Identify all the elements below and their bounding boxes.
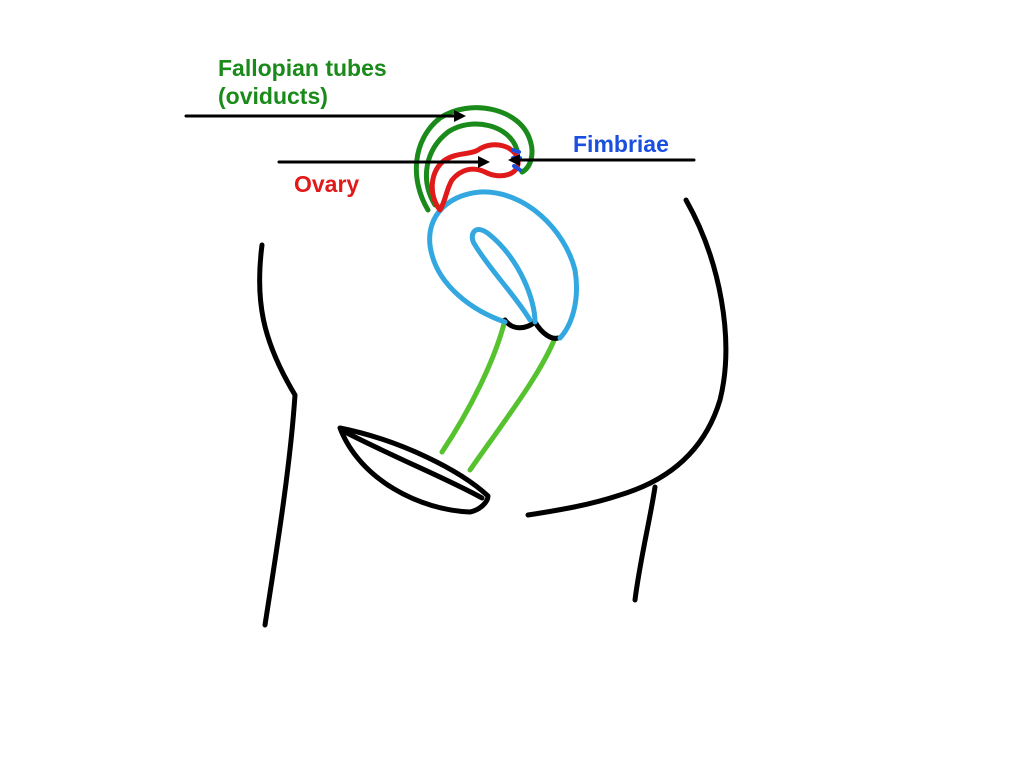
vagina (439, 317, 558, 473)
uterus (427, 189, 580, 341)
fallopian-tube (413, 105, 535, 213)
ovary (429, 142, 521, 213)
label-fallopian-tubes: Fallopian tubes (218, 55, 387, 81)
bladder-inner-line (342, 429, 485, 501)
label-fimbriae: Fimbriae (573, 131, 669, 157)
label-ovary: Ovary (294, 171, 359, 197)
pointer-arrows (184, 114, 696, 164)
bladder-outline (337, 425, 491, 515)
body-outline (257, 197, 729, 628)
fimbriae-arrowhead (508, 154, 520, 166)
ovary-arrowhead (478, 156, 490, 168)
left-thigh-outline (257, 242, 298, 628)
label-oviducts: (oviducts) (218, 83, 328, 109)
right-thigh-outline (632, 484, 658, 603)
right-hip-outline (525, 197, 729, 518)
cervix-outline (502, 317, 561, 341)
fallopian-arrowhead (454, 110, 466, 122)
